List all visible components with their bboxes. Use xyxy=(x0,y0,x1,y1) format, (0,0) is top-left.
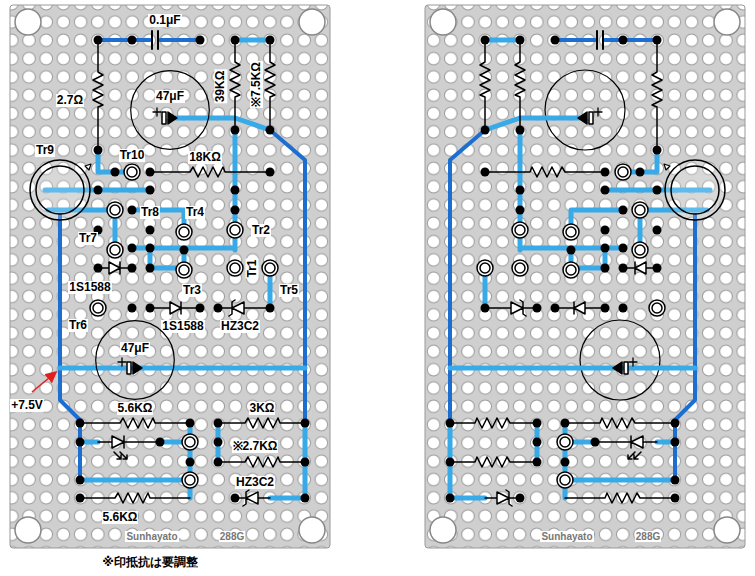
capacitor-outline xyxy=(130,70,210,150)
resistor-value: 3KΩ xyxy=(249,402,276,415)
diode-label: HZ3C2 xyxy=(235,476,275,489)
transistor-label: Tr5 xyxy=(279,284,299,297)
transistor-label: Tr6 xyxy=(68,319,88,332)
capacitor-value: 47μF xyxy=(120,342,150,355)
transistor-label: Tr10 xyxy=(119,149,146,162)
electrolytic-capacitor: 47μF xyxy=(130,70,210,150)
capacitor-value: 0.1μF xyxy=(148,14,181,27)
diode-label: 1S1588 xyxy=(68,281,111,294)
transistor-label: Tr4 xyxy=(185,206,205,219)
transistor-label: Tr2 xyxy=(251,224,271,237)
supply-voltage: +7.5V xyxy=(10,399,44,412)
board-print: Sunhayato xyxy=(125,531,178,542)
capacitor-value: 47μF xyxy=(155,90,185,103)
diode-label: HZ3C2 xyxy=(220,320,260,333)
transistor-label: Tr1 xyxy=(245,258,258,278)
transistor-label: Tr9 xyxy=(35,144,55,157)
resistor-value: 18KΩ xyxy=(188,151,222,164)
caption-note: ※印抵抗は要調整 xyxy=(101,554,199,571)
diode-label: 1S1588 xyxy=(161,320,204,333)
resistor-value: 39KΩ xyxy=(214,69,227,103)
board-print: 288G xyxy=(219,531,245,542)
capacitor-circle xyxy=(96,321,175,400)
capacitor-circle xyxy=(131,71,210,150)
right-board xyxy=(425,5,745,548)
resistor-value: ※2.7KΩ xyxy=(232,440,279,453)
transistor-label: Tr7 xyxy=(78,232,98,245)
resistor-value: 5.6KΩ xyxy=(102,511,139,524)
transistor-label: Tr8 xyxy=(140,206,160,219)
board-print: 288G xyxy=(635,531,661,542)
resistor-value: 2.7Ω xyxy=(56,94,84,107)
transistor-label: Tr3 xyxy=(182,284,202,297)
electrolytic-capacitor: 47μF xyxy=(95,320,175,400)
left-board xyxy=(10,5,330,548)
board-print: Sunhayato xyxy=(540,531,593,542)
capacitor-outline xyxy=(95,320,175,400)
resistor-value: ※7.5KΩ xyxy=(250,61,263,108)
resistor-value: 5.6KΩ xyxy=(117,402,154,415)
